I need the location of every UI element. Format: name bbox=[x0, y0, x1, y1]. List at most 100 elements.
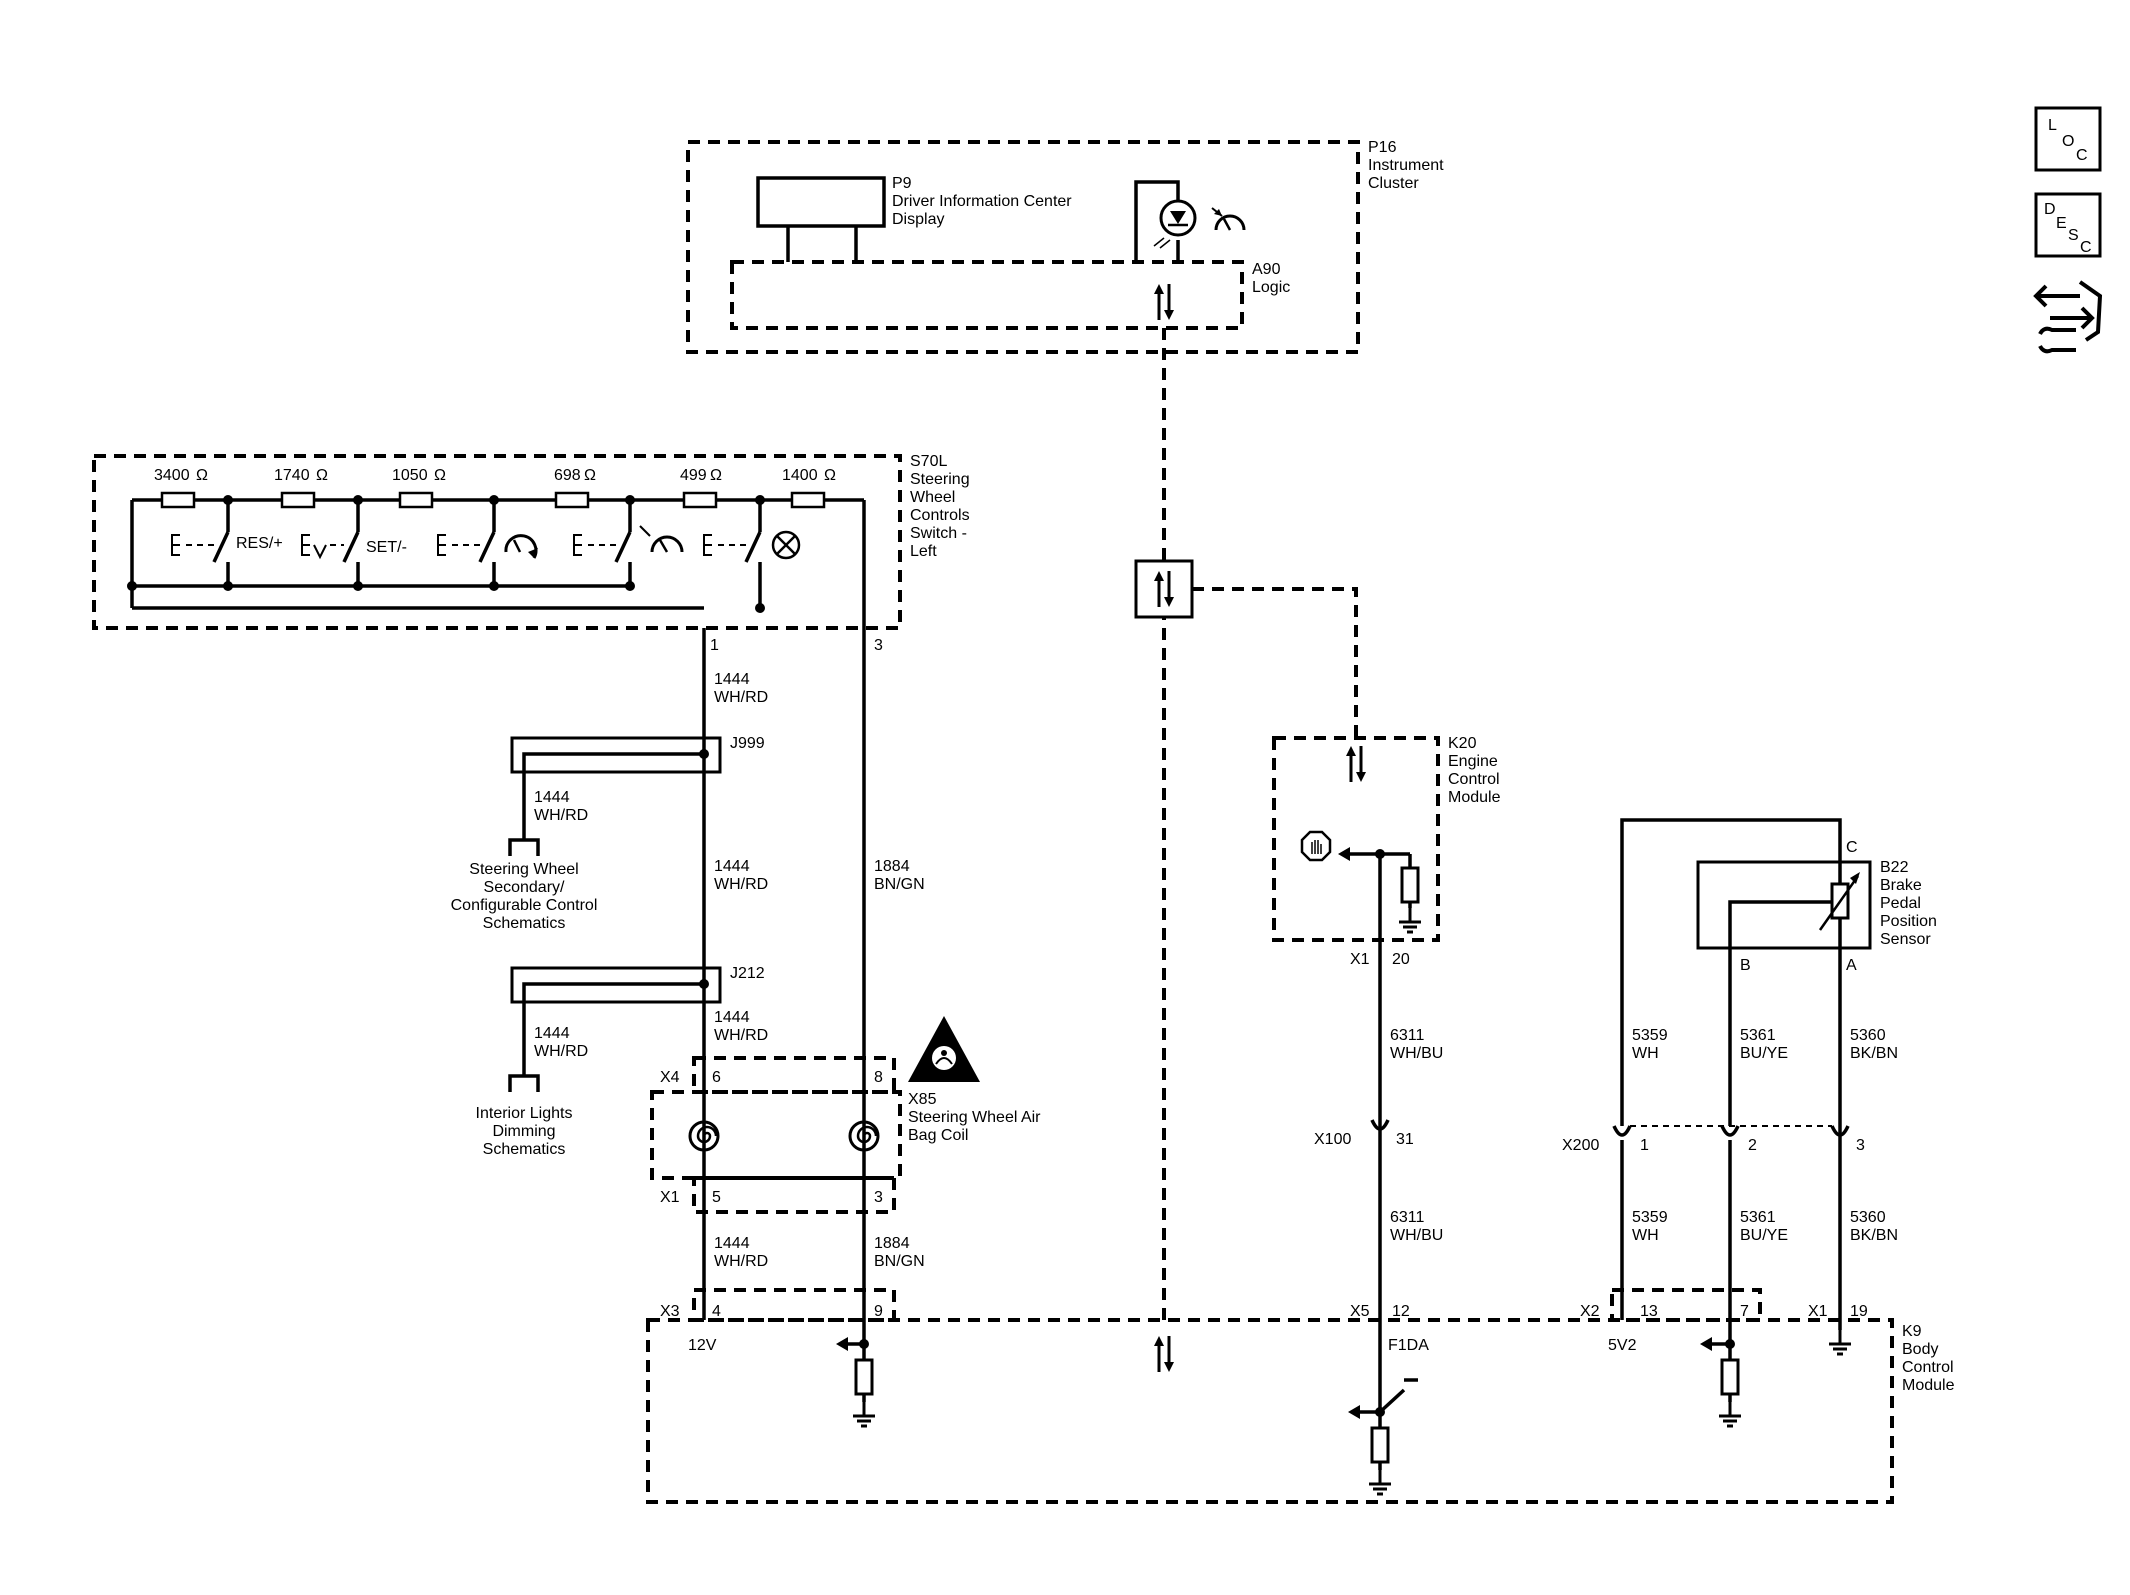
svg-text:X2: X2 bbox=[1580, 1303, 1600, 1320]
bcm-return-resistor bbox=[854, 1358, 874, 1396]
ecm-pullup-resistor bbox=[1400, 866, 1420, 904]
svg-text:698: 698 bbox=[554, 467, 581, 484]
svg-text:1050: 1050 bbox=[392, 467, 428, 484]
b22-body bbox=[1696, 860, 1872, 950]
description-view-button[interactable]: D E S C bbox=[2034, 192, 2102, 258]
k9-boundary bbox=[646, 1318, 1894, 1504]
cancel-x-icon bbox=[771, 530, 801, 560]
switch-cancel bbox=[573, 500, 632, 586]
svg-text:Ω: Ω bbox=[584, 467, 596, 484]
resistor-1050: 1050 Ω bbox=[392, 467, 446, 509]
bcm-x3-connector bbox=[692, 1288, 896, 1322]
svg-text:O: O bbox=[2062, 133, 2074, 150]
svg-text:6: 6 bbox=[712, 1069, 721, 1086]
svg-text:Ω: Ω bbox=[434, 467, 446, 484]
switch-resume: RES/+ bbox=[171, 500, 283, 586]
airbag-warning-icon bbox=[908, 1016, 980, 1082]
svg-text:SET/-: SET/- bbox=[366, 539, 407, 556]
svg-text:X1: X1 bbox=[1808, 1303, 1828, 1320]
svg-text:8: 8 bbox=[874, 1069, 883, 1086]
svg-text:3: 3 bbox=[1856, 1137, 1865, 1154]
inline-connector-x100: X100 31 bbox=[1314, 1118, 1414, 1148]
svg-text:20: 20 bbox=[1392, 951, 1410, 968]
svg-text:X5: X5 bbox=[1350, 1303, 1370, 1320]
ecm-ground-icon bbox=[1397, 906, 1423, 934]
svg-text:5: 5 bbox=[712, 1189, 721, 1206]
bcm-low-ref-ground-icon bbox=[1827, 1328, 1853, 1356]
svg-text:X1: X1 bbox=[1350, 951, 1370, 968]
s70l-boundary bbox=[92, 454, 902, 630]
svg-text:F1DA: F1DA bbox=[1388, 1337, 1429, 1354]
svg-text:13: 13 bbox=[1640, 1303, 1658, 1320]
dic-display-box bbox=[756, 176, 886, 228]
location-view-button[interactable]: L O C bbox=[2034, 106, 2102, 172]
svg-text:L: L bbox=[2048, 117, 2057, 134]
svg-text:Ω: Ω bbox=[824, 467, 836, 484]
svg-text:Ω: Ω bbox=[316, 467, 328, 484]
wire-5359-supply bbox=[1620, 818, 1842, 1126]
svg-text:3: 3 bbox=[874, 1189, 883, 1206]
speedometer-icon bbox=[639, 525, 684, 553]
bcm-f1da-resistor bbox=[1370, 1426, 1390, 1464]
svg-text:C: C bbox=[2080, 239, 2092, 256]
bcm-return-ground-icon bbox=[851, 1400, 877, 1428]
svg-text:J212: J212 bbox=[730, 965, 765, 982]
p16-serial-data-arrow-icon bbox=[1152, 282, 1176, 322]
bcm-b22-resistor bbox=[1720, 1358, 1740, 1396]
serial-data-splice-box bbox=[1134, 559, 1194, 619]
switch-speed-limiter bbox=[639, 500, 762, 608]
svg-text:3400: 3400 bbox=[154, 467, 190, 484]
ecm-serial-arrow-icon bbox=[1344, 744, 1368, 784]
svg-text:4: 4 bbox=[712, 1303, 721, 1320]
inline-connector-x200: X200 1 2 3 bbox=[1562, 1124, 1865, 1154]
indicator-wire bbox=[1134, 180, 1180, 262]
connector-repair-icon[interactable] bbox=[2033, 280, 2103, 354]
ref-arrow-dimming-icon bbox=[508, 1074, 540, 1092]
svg-text:B: B bbox=[1740, 957, 1751, 974]
svg-text:C: C bbox=[1846, 839, 1858, 856]
bcm-f1da-ground-icon bbox=[1367, 1468, 1393, 1496]
k20-boundary bbox=[1272, 736, 1440, 942]
svg-text:12: 12 bbox=[1392, 1303, 1410, 1320]
switch-cruise-on bbox=[437, 500, 538, 586]
svg-text:2: 2 bbox=[1748, 1137, 1757, 1154]
svg-text:12V: 12V bbox=[688, 1337, 717, 1354]
svg-text:19: 19 bbox=[1850, 1303, 1868, 1320]
serial-data-to-ecm bbox=[1192, 587, 1358, 738]
cruise-gauge-icon bbox=[504, 534, 538, 559]
svg-text:A: A bbox=[1846, 957, 1857, 974]
svg-text:X200: X200 bbox=[1562, 1137, 1599, 1154]
svg-text:499: 499 bbox=[680, 467, 707, 484]
s70l-pin-1: 1 bbox=[710, 637, 719, 654]
svg-text:X1: X1 bbox=[660, 1189, 680, 1206]
svg-text:9: 9 bbox=[874, 1303, 883, 1320]
